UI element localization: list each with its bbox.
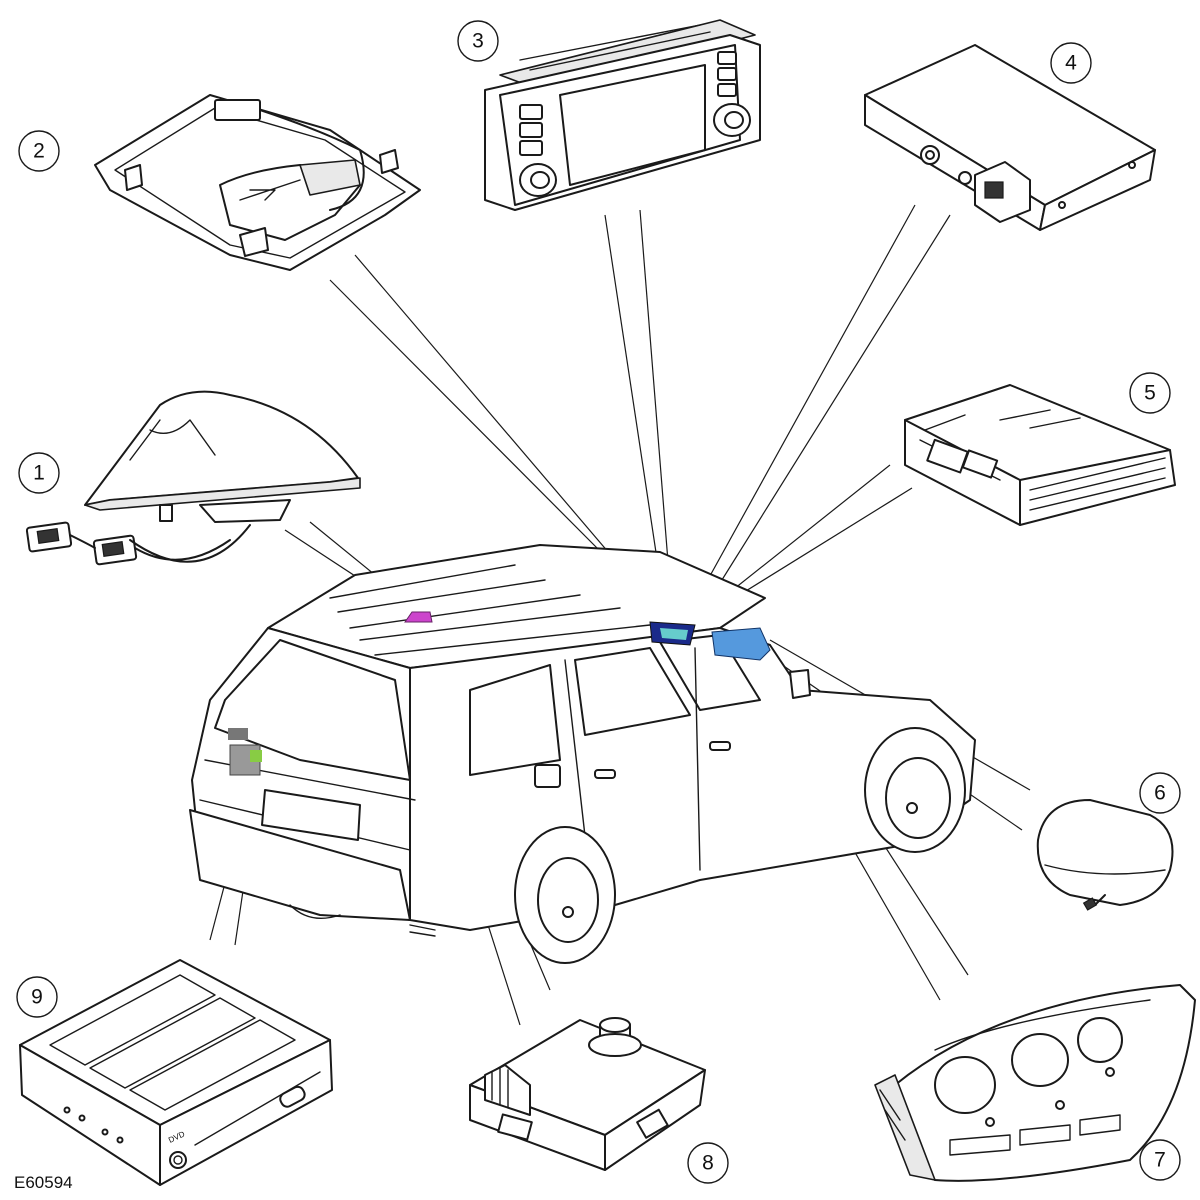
callout-1-number: 1 [33, 462, 45, 485]
amplifier-connector [926, 438, 999, 479]
tuning-knob [713, 103, 751, 137]
callout-7-number: 7 [1154, 1149, 1166, 1172]
overhead-module-component [94, 94, 421, 271]
callout-6-number: 6 [1154, 782, 1166, 805]
vehicle-outline [189, 544, 976, 964]
figure-reference-code: E60594 [14, 1173, 73, 1192]
callout-2: 2 [18, 130, 60, 172]
callout-3-number: 3 [472, 30, 484, 53]
front-wheel [864, 727, 966, 853]
module-knob [588, 1017, 642, 1057]
callout-5: 5 [1129, 372, 1171, 414]
module-connector [974, 161, 1031, 223]
module-side-connector [484, 1064, 531, 1116]
callout-8-number: 8 [702, 1152, 714, 1175]
callout-7: 7 [1139, 1139, 1181, 1181]
gps-antenna-component [1036, 799, 1174, 911]
rear-module-location [228, 728, 262, 776]
rear-wheel [514, 826, 616, 964]
callout-2-number: 2 [33, 140, 45, 163]
callout-8: 8 [687, 1142, 729, 1184]
callout-9-number: 9 [31, 986, 43, 1009]
dvd-player-component: DVD [19, 959, 333, 1186]
volume-knob [519, 163, 557, 197]
head-unit-left-buttons [519, 104, 543, 156]
callout-4-number: 4 [1065, 52, 1077, 75]
callout-5-number: 5 [1144, 382, 1156, 405]
callout-9: 9 [16, 976, 58, 1018]
amplifier-module-component [904, 384, 1176, 526]
roof-antenna-location [404, 611, 433, 623]
callout-6: 6 [1139, 772, 1181, 814]
antenna-connector-a [25, 521, 73, 553]
roof-antenna-component [25, 390, 361, 566]
control-module-box-component [864, 44, 1156, 231]
head-unit-right-buttons [717, 51, 737, 97]
callout-3: 3 [457, 20, 499, 62]
control-module-knob-component [469, 1017, 706, 1171]
callout-1: 1 [18, 452, 60, 494]
license-plate [261, 789, 361, 841]
audio-head-unit-component [484, 19, 761, 211]
callout-4: 4 [1050, 42, 1092, 84]
instrument-cluster-component [874, 984, 1196, 1182]
front-module-location [649, 621, 771, 661]
